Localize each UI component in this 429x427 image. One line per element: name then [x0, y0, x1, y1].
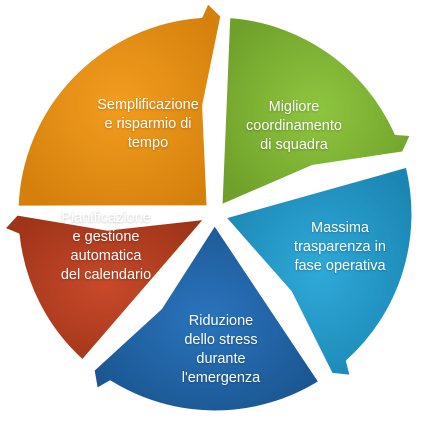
segments-group: [2, 0, 415, 414]
segment-transparency: [223, 164, 415, 378]
segment-calendar-planning: [2, 212, 208, 363]
segment-stress-reduction: [91, 222, 322, 414]
segment-time-saving: [15, 0, 224, 209]
segment-team-coordination: [219, 15, 414, 208]
